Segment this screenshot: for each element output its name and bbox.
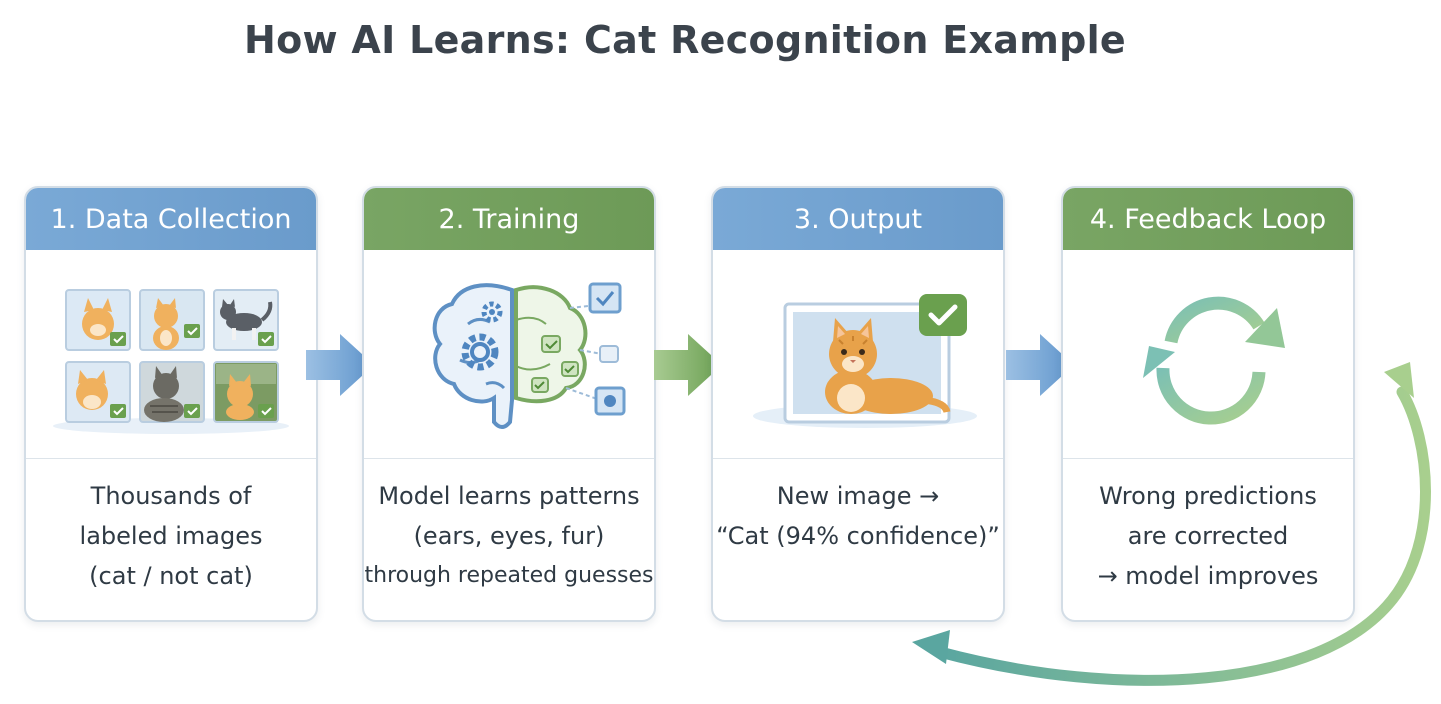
step-text-line: Thousands of: [90, 482, 252, 510]
right-arrow-icon: [1006, 334, 1074, 396]
step-card-training: 2. Training Model learns patterns (ea: [362, 186, 656, 622]
cat-photo-2: [139, 289, 205, 351]
step-text-line: (cat / not cat): [89, 562, 253, 590]
step-text-line: through repeated guesses: [364, 563, 654, 588]
right-arrow-icon: [306, 334, 374, 396]
step-text-line: are corrected: [1127, 522, 1289, 550]
brain-gear-icon: [432, 282, 626, 429]
card-divider: [1063, 458, 1353, 459]
card-divider: [713, 458, 1003, 459]
step-text-line: (ears, eyes, fur): [413, 522, 605, 550]
cat-photo-6: [213, 361, 279, 423]
step-card-output: 3. Output New image → “Cat (94% confiden…: [711, 186, 1005, 622]
step-text-line: “Cat (94% confidence)”: [716, 522, 1000, 550]
step-text-line: → model improves: [1097, 562, 1319, 590]
cat-photo-1: [65, 289, 131, 351]
card-divider: [364, 458, 654, 459]
photo-grid-icon: [53, 289, 289, 434]
step-description-output: New image → “Cat (94% confidence)”: [713, 476, 1003, 556]
step-text-line: Wrong predictions: [1099, 482, 1317, 510]
cat-photo-4: [65, 361, 131, 423]
check-icon: [919, 294, 967, 336]
step-text-line: Model learns patterns: [378, 482, 640, 510]
step-header-output: 3. Output: [713, 188, 1003, 250]
step-card-feedback-loop: 4. Feedback Loop Wrong predictions are c…: [1061, 186, 1355, 622]
step-description-training: Model learns patterns (ears, eyes, fur) …: [364, 476, 654, 596]
step-card-data-collection: 1. Data Collection: [24, 186, 318, 622]
step-text-line: New image →: [776, 482, 940, 510]
diagram-title: How AI Learns: Cat Recognition Example: [243, 18, 1127, 62]
refresh-cycle-icon: [1143, 296, 1285, 425]
step-header-training: 2. Training: [364, 188, 654, 250]
step-header-feedback-loop: 4. Feedback Loop: [1063, 188, 1353, 250]
gear-icon: [461, 333, 499, 371]
cat-prediction-icon: [753, 294, 977, 428]
step-description-feedback-loop: Wrong predictions are corrected → model …: [1063, 476, 1353, 596]
step-description-data-collection: Thousands of labeled images (cat / not c…: [26, 476, 316, 596]
step-header-data-collection: 1. Data Collection: [26, 188, 316, 250]
right-arrow-icon: [654, 334, 722, 396]
card-divider: [26, 458, 316, 459]
gear-icon: [481, 301, 503, 323]
step-text-line: labeled images: [79, 522, 263, 550]
cat-photo-5: [139, 361, 205, 423]
cat-photo-3: [213, 289, 279, 351]
